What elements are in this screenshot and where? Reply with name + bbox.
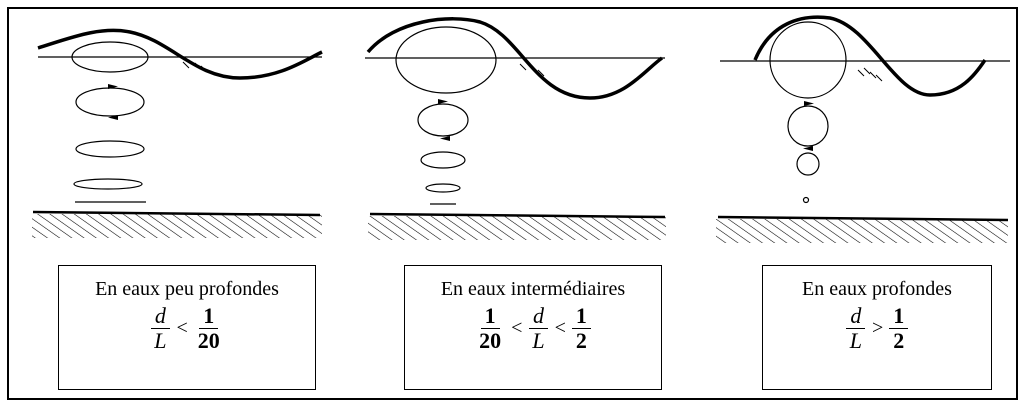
comparison-operator: < — [176, 317, 188, 339]
threshold-denominator: 2 — [893, 328, 905, 353]
depth-ratio-fraction: d L — [846, 304, 866, 353]
particle-orbit — [417, 103, 469, 137]
shallow-water-title: En eaux peu profondes — [95, 278, 279, 300]
depth-ratio-fraction: d L — [150, 304, 170, 353]
particle-orbit — [802, 196, 810, 204]
particle-orbit — [75, 87, 145, 117]
seabed-hatching — [716, 219, 1008, 243]
particle-orbit — [73, 178, 143, 190]
particle-orbit — [796, 152, 820, 176]
upper-threshold-denominator: 2 — [575, 328, 587, 353]
wave-profile — [37, 28, 323, 80]
seabed-hatching — [368, 216, 666, 240]
comparison-operator: > — [871, 317, 884, 339]
shallow-water-diagram — [32, 28, 323, 238]
particle-orbit — [425, 183, 461, 193]
shallow-water-condition: d L < 1 20 — [59, 304, 315, 353]
depth-symbol: d — [529, 304, 548, 329]
orbit-arrow — [108, 84, 118, 120]
deep-water-diagram — [716, 15, 1010, 243]
surface-hatch — [182, 59, 208, 73]
particle-orbit — [769, 21, 847, 99]
depth-symbol: d — [846, 304, 866, 329]
orbit-arrow — [803, 101, 814, 151]
intermediate-water-title: En eaux intermédiaires — [440, 278, 626, 300]
surface-hatch — [519, 61, 545, 77]
lower-threshold-fraction: 1 20 — [475, 304, 505, 353]
wave-profile — [753, 15, 987, 97]
upper-threshold-numerator: 1 — [571, 304, 591, 329]
threshold-numerator: 1 — [199, 304, 219, 329]
depth-symbol: d — [150, 304, 170, 329]
deep-water-condition: d L > 1 2 — [763, 304, 991, 353]
intermediate-water-condition: 1 20 < d L < 1 2 — [405, 304, 661, 353]
figure-frame — [7, 7, 1018, 400]
comparison-operator: < — [554, 317, 566, 339]
wave-profile — [366, 17, 664, 100]
particle-orbit — [395, 26, 497, 94]
comparison-operator: < — [511, 317, 523, 339]
particle-orbit — [75, 140, 145, 158]
particle-orbit — [71, 41, 149, 73]
lower-threshold-numerator: 1 — [480, 304, 500, 329]
lower-threshold-denominator: 20 — [479, 328, 502, 353]
seabed-hatching — [32, 214, 322, 238]
particle-orbit — [787, 105, 829, 147]
depth-ratio-fraction: d L — [528, 304, 548, 353]
wavelength-symbol: L — [154, 328, 167, 353]
deep-water-title: En eaux profondes — [802, 278, 952, 300]
intermediate-water-diagram — [365, 17, 666, 240]
threshold-denominator: 20 — [197, 328, 220, 353]
surface-hatch — [857, 67, 883, 82]
orbit-arrow — [438, 99, 450, 141]
wavelength-symbol: L — [532, 328, 545, 353]
shallow-water-label-box: En eaux peu profondes d L < 1 20 — [58, 265, 316, 390]
threshold-fraction: 1 2 — [889, 304, 909, 353]
particle-orbit — [420, 151, 466, 169]
threshold-fraction: 1 20 — [194, 304, 224, 353]
threshold-numerator: 1 — [889, 304, 909, 329]
upper-threshold-fraction: 1 2 — [571, 304, 591, 353]
deep-water-label-box: En eaux profondes d L > 1 2 — [762, 265, 992, 390]
wavelength-symbol: L — [849, 328, 862, 353]
intermediate-water-label-box: En eaux intermédiaires 1 20 < d L < 1 2 — [404, 265, 662, 390]
